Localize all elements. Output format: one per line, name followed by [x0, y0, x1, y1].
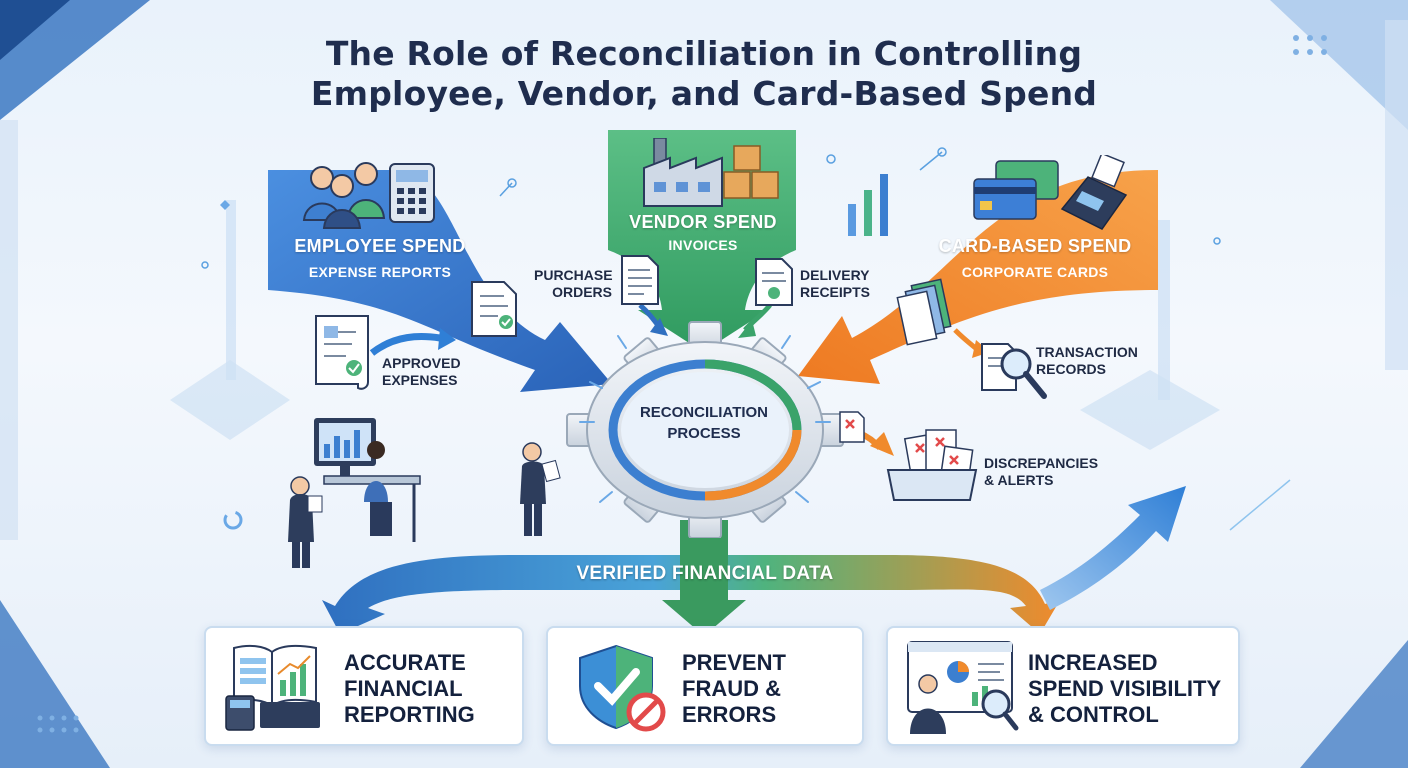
employee-spend-heading: EMPLOYEE SPEND [294, 236, 466, 256]
factory-boxes-icon [643, 138, 779, 207]
vendor-spend-heading: VENDOR SPEND [629, 212, 777, 232]
verified-financial-data-label: VERIFIED FINANCIAL DATA [576, 563, 834, 584]
dashboard-analyst-icon [907, 641, 1019, 734]
transaction-records-label: TRANSACTION RECORDS [1036, 344, 1138, 377]
outcome-card-spend-visibility: INCREASED SPEND VISIBILITY & CONTROL [886, 626, 1240, 746]
reconciliation-process-label: RECONCILIATION PROCESS [639, 404, 769, 442]
card-statement-stack-icon [896, 278, 952, 346]
reconciliation-gear [566, 321, 844, 538]
title-line-2: Employee, Vendor, and Card-Based Spend [310, 74, 1098, 113]
delivery-receipts-doc-icon [755, 258, 793, 306]
center-down-arrow [662, 520, 746, 636]
card-spend-arrow [798, 170, 1158, 384]
outcome-2-text: PREVENT FRAUD & ERRORS [682, 650, 786, 727]
magnifier-doc-icon [981, 343, 1047, 399]
rising-trend-arrow [1040, 486, 1186, 610]
gear-radiance [579, 335, 831, 503]
outcome-1-text: ACCURATE FINANCIAL REPORTING [344, 650, 475, 727]
verified-data-band [322, 555, 1060, 634]
reporting-ledger-icon [225, 644, 320, 731]
title-line-1: The Role of Reconciliation in Controllin… [325, 34, 1083, 73]
auditor-figure [520, 442, 561, 536]
purchase-orders-label: PURCHASE ORDERS [534, 267, 613, 300]
discrepancy-tray-icon [886, 429, 978, 501]
card-spend-sub: CORPORATE CARDS [961, 264, 1109, 280]
growth-bars-icon [848, 174, 888, 236]
discrepancies-alerts-label: DISCREPANCIES & ALERTS [984, 455, 1099, 488]
outcome-card-accurate-reporting: ACCURATE FINANCIAL REPORTING [204, 626, 524, 746]
outcome-card-prevent-fraud: PREVENT FRAUD & ERRORS [546, 626, 864, 746]
shield-check-icon [579, 644, 666, 732]
analysts-desk-illustration [288, 418, 421, 568]
approved-expenses-label: APPROVED EXPENSES [382, 355, 461, 388]
employee-spend-sub: EXPENSE REPORTS [308, 264, 452, 280]
flagged-doc-icon [839, 411, 865, 443]
card-spend-heading: CARD-BASED SPEND [938, 236, 1132, 256]
expense-report-doc-icon [471, 281, 517, 337]
approved-expenses-scroll-icon [315, 315, 369, 390]
purchase-orders-doc-icon [621, 255, 659, 305]
employee-team-icon [302, 162, 435, 229]
cards-terminal-icon [973, 155, 1128, 230]
outcome-3-text: INCREASED SPEND VISIBILITY & CONTROL [1028, 650, 1222, 727]
delivery-receipts-label: DELIVERY RECEIPTS [800, 267, 871, 300]
vendor-spend-sub: INVOICES [668, 237, 738, 253]
